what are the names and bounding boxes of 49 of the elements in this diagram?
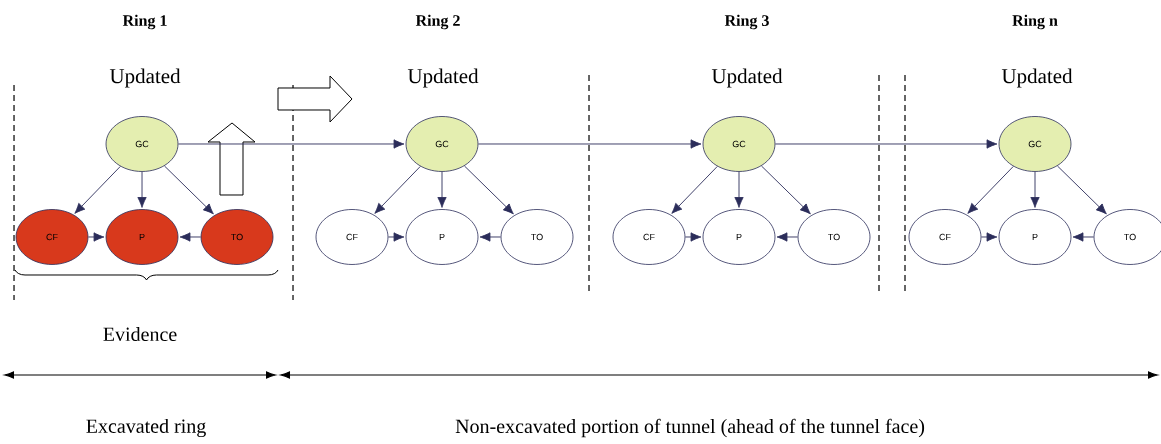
arrow: [774, 139, 998, 149]
ellipse-node: GC: [405, 116, 479, 172]
status-label: Updated: [407, 68, 479, 88]
arrow: [1057, 165, 1107, 215]
arrow: [684, 232, 702, 242]
ring-title: Ring n: [1012, 14, 1058, 30]
ellipse-node: TO: [500, 209, 574, 265]
ellipse-node: TO: [797, 209, 871, 265]
status-label: Updated: [109, 68, 181, 88]
ellipse-node: GC: [702, 116, 776, 172]
ellipse-node: CF: [315, 209, 389, 265]
ellipse-node: P: [105, 209, 179, 265]
arrow: [980, 232, 998, 242]
ellipse-node: P: [702, 209, 776, 265]
arrow: [1072, 232, 1095, 242]
arrow: [137, 171, 147, 208]
arrow: [776, 232, 799, 242]
arrow: [464, 165, 514, 215]
arrow: [671, 165, 718, 214]
arrow: [74, 165, 121, 214]
ring-title: Ring 1: [122, 14, 167, 30]
arrow: [479, 232, 502, 242]
brace-label: Evidence: [103, 326, 177, 341]
arrow: [177, 139, 405, 149]
ellipse-node: GC: [998, 116, 1072, 172]
arrow: [477, 139, 702, 149]
ellipse-node: CF: [908, 209, 982, 265]
span-label: Excavated ring: [86, 418, 206, 438]
span-label: Non-excavated portion of tunnel (ahead of the tunnel face): [455, 418, 925, 438]
status-label: Updated: [711, 68, 783, 88]
arrow: [1030, 171, 1040, 208]
arrow: [967, 165, 1014, 214]
ellipse-node: CF: [612, 209, 686, 265]
arrow: [179, 232, 202, 242]
arrow: [374, 165, 421, 214]
ellipse-node: TO: [200, 209, 274, 265]
ellipse-node: GC: [105, 116, 179, 172]
arrow: [164, 165, 214, 215]
ring-title: Ring 2: [415, 14, 460, 30]
arrow: [387, 232, 405, 242]
arrow: [734, 171, 744, 208]
ellipse-node: P: [998, 209, 1072, 265]
status-label: Updated: [1001, 68, 1073, 88]
arrow: [87, 232, 105, 242]
arrow: [761, 165, 811, 215]
ellipse-node: P: [405, 209, 479, 265]
ring-title: Ring 3: [724, 14, 769, 30]
ellipse-node: CF: [15, 209, 89, 265]
arrow: [437, 171, 447, 208]
